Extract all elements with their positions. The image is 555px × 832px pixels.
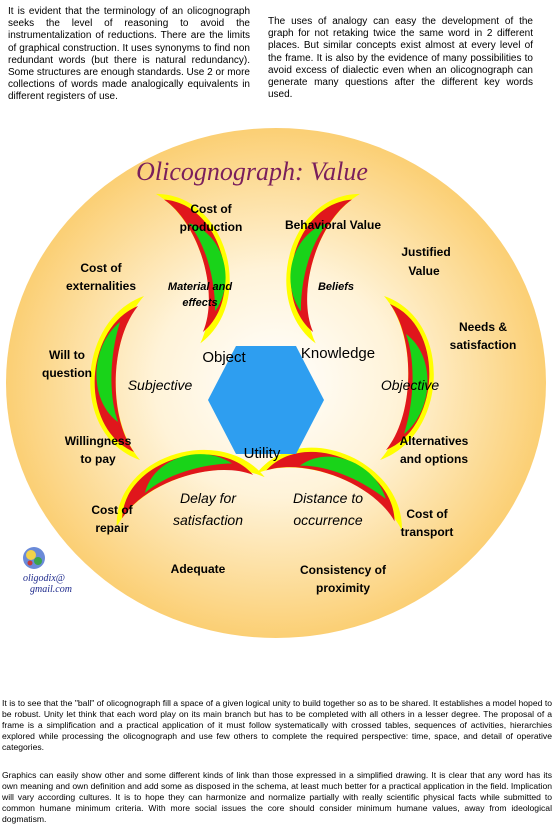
term-cost-externalities-1: Cost of [80, 261, 122, 275]
contact-email-line1: oligodix@ [23, 573, 65, 584]
crescent-yellow [256, 447, 402, 531]
diagram-title: Olicognograph: Value [136, 157, 368, 186]
arm-delay-line2: satisfaction [173, 512, 243, 528]
term-alternatives-1: Alternatives [400, 434, 469, 448]
term-cost-production-2: production [180, 220, 243, 234]
arm-beliefs: Beliefs [318, 281, 354, 293]
crescent-green [144, 454, 233, 494]
contact-logo-icon [23, 547, 45, 569]
contact-email-line2: gmail.com [30, 584, 72, 595]
arm-material-line1: Material and [168, 281, 232, 293]
intro-right-paragraph: The uses of analogy can easy the develop… [268, 16, 533, 101]
arm-subjective: Subjective [128, 377, 193, 393]
core-knowledge: Knowledge [301, 345, 375, 362]
term-behavioral-value: Behavioral Value [285, 218, 381, 232]
arm-distance-line2: occurrence [293, 512, 362, 528]
olicognograph-diagram: Olicognograph: Value [6, 128, 546, 638]
term-will-question-2: question [42, 366, 92, 380]
core-utility: Utility [244, 445, 281, 462]
crescent-green [188, 223, 226, 312]
crescent-green [290, 223, 328, 312]
term-adequate: Adequate [171, 562, 226, 576]
term-cost-repair-2: repair [95, 521, 129, 535]
crescent-green [299, 456, 386, 499]
outro-paragraph-1: It is to see that the "ball" of olicogno… [2, 698, 552, 752]
core-object: Object [202, 349, 246, 366]
crescent-green [404, 334, 428, 434]
term-willingness-pay-1: Willingness [65, 434, 132, 448]
term-cost-production-1: Cost of [190, 202, 232, 216]
term-cost-transport-1: Cost of [406, 507, 448, 521]
arm-objective: Objective [381, 377, 440, 393]
crescent-arms [90, 193, 434, 531]
crescent-red [122, 454, 254, 519]
arm-delay-line1: Delay for [180, 490, 237, 506]
term-cost-transport-2: transport [401, 525, 454, 539]
term-needs-satisfaction-1: Needs & [459, 320, 507, 334]
term-will-question-1: Will to [49, 348, 85, 362]
term-cost-repair-1: Cost of [91, 503, 133, 517]
term-justified-value-1: Justified [401, 245, 450, 259]
intro-left-paragraph: It is evident that the terminology of an… [8, 6, 250, 103]
term-needs-satisfaction-2: satisfaction [450, 338, 517, 352]
outro-paragraph-2: Graphics can easily show other and some … [2, 770, 552, 824]
central-hexagon [208, 346, 324, 454]
term-consistency-1: Consistency of [300, 563, 387, 577]
term-cost-externalities-2: externalities [66, 279, 136, 293]
term-consistency-2: proximity [316, 581, 370, 595]
arm-material-line2: effects [182, 297, 217, 309]
term-alternatives-2: and options [400, 452, 468, 466]
arm-distance-line1: Distance to [293, 490, 363, 506]
crescent-red [290, 199, 352, 333]
term-justified-value-2: Value [408, 264, 440, 278]
term-willingness-pay-2: to pay [80, 452, 116, 466]
crescent-red [164, 199, 226, 333]
crescent-green [96, 322, 120, 422]
